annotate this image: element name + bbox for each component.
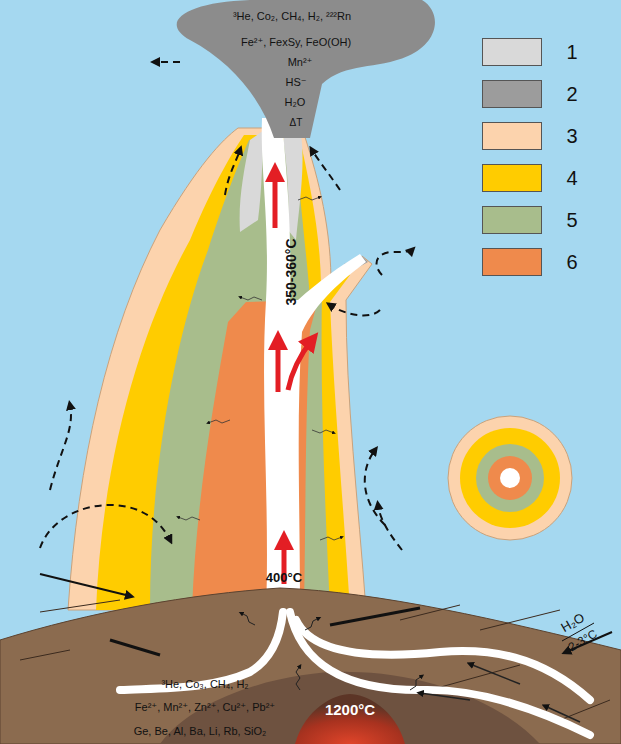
cross-section <box>448 416 572 540</box>
temperature-label: 400°C <box>266 571 302 585</box>
legend-swatch <box>482 38 542 66</box>
gas-list: ³He, Co₃, CH₄, H₂ <box>161 678 248 690</box>
fluid-conduit <box>262 118 366 612</box>
magma-node: 1200°C <box>295 688 405 744</box>
plume-node: ³He, Co₂, CH₄, H₂, ²²²RnFe²⁺, FexSy, FeO… <box>150 0 440 138</box>
element-list: Ge, Be, Al, Ba, Li, Rb, SiO₂ <box>134 725 267 737</box>
layer-1 <box>240 130 264 232</box>
fluid-channel <box>120 612 590 735</box>
legend-number: 5 <box>566 209 577 231</box>
legend-swatch <box>482 122 542 150</box>
ion-list: Fe²⁺, Mn²⁺, Zn²⁺, Cu²⁺, Pb²⁺ <box>135 701 275 713</box>
legend-number: 6 <box>566 251 577 273</box>
legend-swatch <box>482 248 542 276</box>
legend-swatch <box>482 206 542 234</box>
temperature-label: 1200°C <box>325 702 375 719</box>
legend-swatch <box>482 80 542 108</box>
legend-number: 2 <box>566 83 577 105</box>
legend-swatch <box>482 164 542 192</box>
layer-3 <box>68 128 372 610</box>
temperature-anomaly: ΔT <box>290 117 303 128</box>
legend-number: 1 <box>566 41 577 63</box>
mineral-list: Fe²⁺, FexSy, FeO(OH) <box>241 36 351 48</box>
sea-floor <box>0 588 621 744</box>
temperature-label: 350-360°C <box>284 238 299 305</box>
ion-label: HS⁻ <box>285 76 306 88</box>
water-label: H₂O <box>559 611 587 636</box>
legend-number: 4 <box>566 167 577 189</box>
water-label: H₂O <box>285 96 306 108</box>
ion-label: Mn²⁺ <box>288 56 313 68</box>
gas-list: ³He, Co₂, CH₄, H₂, ²²²Rn <box>233 10 351 22</box>
layer-4 <box>96 135 350 610</box>
legend-number: 3 <box>566 125 577 147</box>
